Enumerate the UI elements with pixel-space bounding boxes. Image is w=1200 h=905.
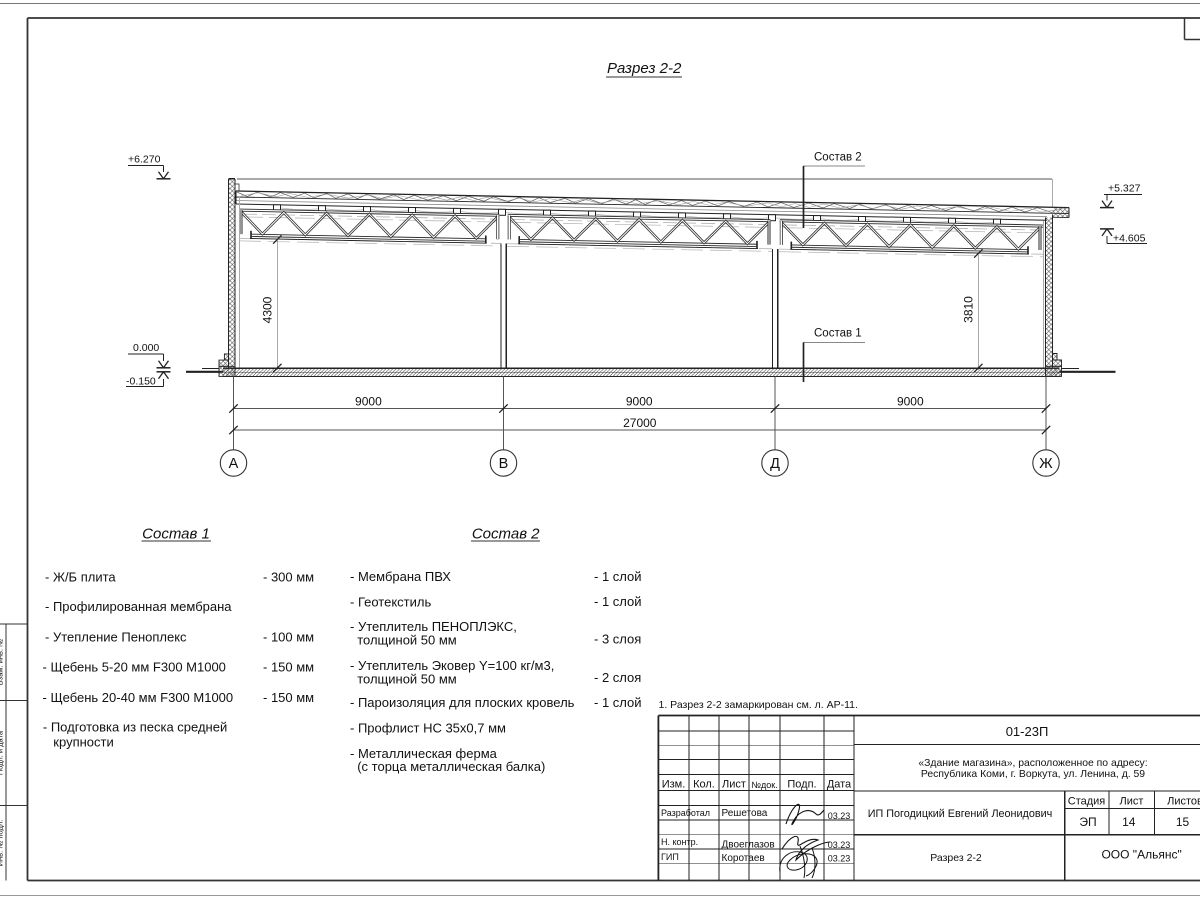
svg-text:толщиной 50 мм: толщиной 50 мм [350, 672, 457, 687]
svg-text:Лист: Лист [1120, 796, 1144, 808]
svg-text:- 1 слой: - 1 слой [594, 695, 642, 710]
svg-text:+4.605: +4.605 [1113, 233, 1146, 245]
svg-text:- Подготовка из песка средней: - Подготовка из песка средней [43, 720, 227, 735]
svg-text:Кол.: Кол. [693, 779, 715, 791]
svg-text:- Щебень 20-40 мм F300 М1000: - Щебень 20-40 мм F300 М1000 [43, 690, 234, 705]
svg-text:- 100 мм: - 100 мм [263, 630, 314, 645]
svg-text:Состав 2: Состав 2 [472, 526, 540, 543]
svg-text:Стадия: Стадия [1068, 796, 1106, 808]
svg-text:- Утепление Пеноплекс: - Утепление Пеноплекс [45, 630, 187, 645]
svg-text:03.23: 03.23 [828, 840, 851, 850]
svg-text:Взам. инв. №: Взам. инв. № [0, 639, 5, 685]
svg-text:- 3 слоя: - 3 слоя [594, 632, 641, 647]
svg-text:- Мембрана ПВХ: - Мембрана ПВХ [350, 569, 451, 584]
svg-text:Д: Д [770, 456, 780, 472]
svg-text:(с торца металлическая балка): (с торца металлическая балка) [350, 759, 545, 774]
svg-text:Республика Коми, г. Воркута, у: Республика Коми, г. Воркута, ул. Ленина,… [921, 768, 1145, 780]
svg-text:А: А [229, 456, 239, 472]
svg-text:9000: 9000 [626, 395, 653, 409]
svg-text:-0.150: -0.150 [126, 376, 156, 388]
svg-text:Двоеглазов: Двоеглазов [722, 840, 775, 851]
svg-text:Разрез 2-2: Разрез 2-2 [930, 852, 982, 864]
svg-text:Инв. № подл.: Инв. № подл. [0, 820, 5, 867]
svg-text:Разрез 2-2: Разрез 2-2 [607, 60, 682, 77]
svg-text:14: 14 [1122, 815, 1136, 829]
svg-text:01-23П: 01-23П [1006, 724, 1049, 739]
svg-text:9000: 9000 [355, 395, 382, 409]
svg-text:«Здание магазина», расположенн: «Здание магазина», расположенное по адре… [918, 758, 1147, 769]
svg-text:Состав 1: Состав 1 [814, 328, 862, 340]
svg-text:- 300 мм: - 300 мм [263, 570, 314, 585]
svg-text:Дата: Дата [827, 779, 852, 791]
svg-text:В: В [499, 456, 509, 472]
svg-text:- Щебень 5-20 мм F300 М1000: - Щебень 5-20 мм F300 М1000 [43, 659, 226, 674]
svg-text:Состав 2: Состав 2 [814, 152, 862, 164]
svg-text:- Профилированная мембрана: - Профилированная мембрана [45, 599, 232, 614]
svg-text:крупности: крупности [53, 735, 113, 750]
svg-text:03.23: 03.23 [828, 854, 851, 864]
svg-text:№док.: №док. [751, 780, 777, 790]
svg-text:27000: 27000 [623, 416, 657, 430]
svg-text:ООО "Альянс": ООО "Альянс" [1101, 848, 1181, 862]
svg-text:- 150 мм: - 150 мм [263, 659, 314, 674]
svg-text:ЭП: ЭП [1079, 815, 1096, 829]
svg-text:толщиной 50 мм: толщиной 50 мм [350, 633, 457, 648]
svg-text:Изм.: Изм. [662, 779, 686, 791]
svg-text:- 2 слоя: - 2 слоя [594, 670, 641, 685]
svg-text:- Профлист НС 35х0,7 мм: - Профлист НС 35х0,7 мм [350, 721, 506, 736]
svg-text:Решетова: Решетова [722, 808, 768, 819]
svg-text:+6.270: +6.270 [128, 154, 161, 166]
svg-text:Листов: Листов [1167, 796, 1200, 808]
svg-text:ГИП: ГИП [661, 852, 679, 862]
svg-text:1. Разрез 2-2 замаркирован см.: 1. Разрез 2-2 замаркирован см. л. АР-11. [659, 699, 858, 711]
svg-text:Коротаев: Коротаев [722, 853, 765, 864]
svg-text:- 1 слой: - 1 слой [594, 594, 642, 609]
svg-text:Подп.: Подп. [787, 779, 816, 791]
svg-text:- Геотекстиль: - Геотекстиль [350, 595, 431, 610]
svg-text:Н. контр.: Н. контр. [661, 837, 698, 847]
svg-text:Подп. и дата: Подп. и дата [0, 730, 5, 775]
svg-text:03.23: 03.23 [828, 811, 851, 821]
svg-text:- Пароизоляция для плоских кро: - Пароизоляция для плоских кровель [350, 695, 575, 710]
svg-text:- 1 слой: - 1 слой [594, 569, 642, 584]
svg-text:ИП Погодицкий Евгений Леонидов: ИП Погодицкий Евгений Леонидович [868, 808, 1053, 820]
svg-text:Лист: Лист [722, 779, 746, 791]
svg-text:9000: 9000 [897, 395, 924, 409]
svg-text:Ж: Ж [1039, 456, 1053, 472]
svg-text:3810: 3810 [962, 296, 976, 323]
svg-text:0.000: 0.000 [133, 342, 159, 354]
svg-text:+5.327: +5.327 [1108, 183, 1141, 195]
svg-text:- 150 мм: - 150 мм [263, 690, 314, 705]
svg-text:15: 15 [1176, 815, 1190, 829]
svg-text:Разработал: Разработал [661, 808, 710, 818]
svg-text:Состав 1: Состав 1 [142, 526, 210, 543]
svg-text:- Ж/Б плита: - Ж/Б плита [45, 570, 116, 585]
svg-text:4300: 4300 [261, 296, 275, 323]
